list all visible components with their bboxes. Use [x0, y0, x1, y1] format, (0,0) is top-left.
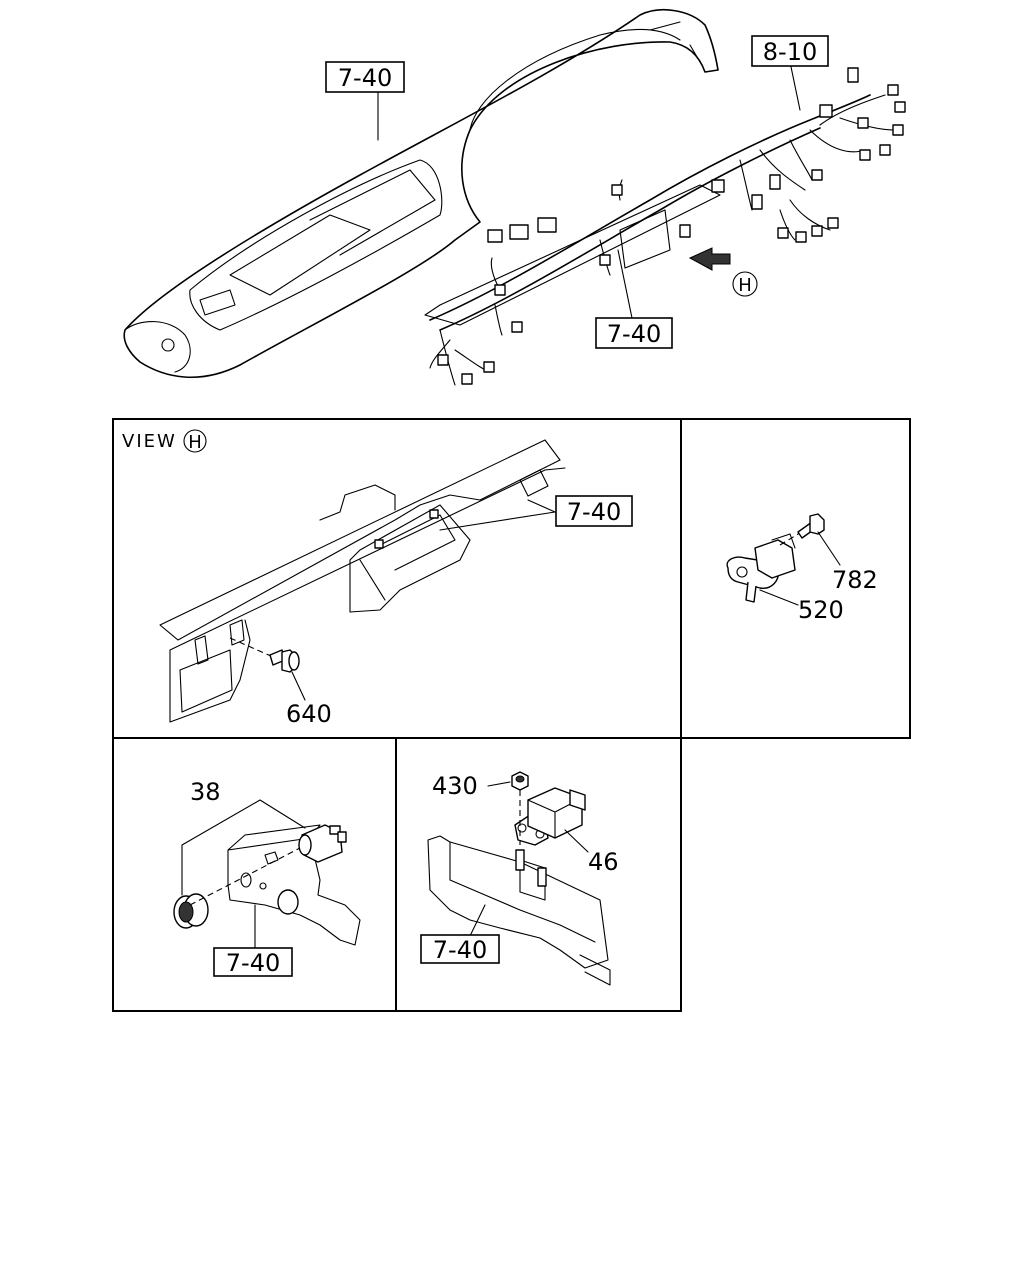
stud: [515, 849, 547, 887]
view-h-title: VIEW H: [122, 429, 207, 453]
screw-782: [797, 513, 825, 539]
view-marker-circle: H: [732, 271, 758, 297]
socket-38-install-line: [189, 847, 301, 906]
label-dashboard: 7-40: [325, 61, 405, 93]
svg-text:7-40: 7-40: [433, 936, 487, 964]
leader-430: [487, 781, 511, 787]
label-harness: 8-10: [751, 35, 829, 67]
relay-panel-bracket: [427, 835, 611, 986]
view-direction-arrow: [688, 247, 731, 271]
svg-text:H: H: [188, 432, 202, 453]
leader-bracket: [617, 249, 633, 319]
label-bracket-view-h: 7-40: [555, 495, 633, 527]
view-marker-letter: H: [738, 275, 752, 296]
nut-430: [511, 771, 529, 791]
svg-text:VIEW: VIEW: [122, 431, 177, 452]
view-h-bracket: [159, 439, 566, 723]
leader-640: [291, 671, 306, 701]
label-520: 520: [798, 596, 844, 624]
socket-38-body: [298, 824, 347, 863]
label-640: 640: [286, 700, 332, 728]
svg-text:7-40: 7-40: [338, 64, 392, 92]
wiring-harness: [424, 67, 906, 386]
leader-relay-bracket: [469, 904, 486, 937]
panel-frames: [112, 418, 911, 1012]
leader-46: [564, 829, 589, 853]
bolt-640: [269, 649, 300, 673]
svg-text:7-40: 7-40: [226, 949, 280, 977]
label-bracket-relay: 7-40: [420, 934, 500, 964]
sensor-520: [726, 533, 796, 603]
leader-38: [181, 799, 306, 896]
leader-520: [759, 589, 799, 606]
dashboard-assembly: [123, 9, 719, 379]
label-38: 38: [190, 778, 221, 806]
label-bracket-bulb: 7-40: [213, 947, 293, 977]
svg-text:8-10: 8-10: [763, 38, 817, 66]
leader-harness: [789, 61, 801, 111]
leader-782: [817, 531, 841, 566]
screw-782-install-line: [779, 527, 809, 546]
leader-view-h-bracket: [439, 499, 556, 531]
socket-38-grommet: [173, 893, 209, 929]
svg-text:7-40: 7-40: [567, 498, 621, 526]
label-bracket-top: 7-40: [595, 317, 673, 349]
relay-46: [514, 787, 586, 846]
label-782: 782: [832, 566, 878, 594]
label-430: 430: [432, 772, 478, 800]
label-46: 46: [588, 848, 619, 876]
svg-text:7-40: 7-40: [607, 320, 661, 348]
